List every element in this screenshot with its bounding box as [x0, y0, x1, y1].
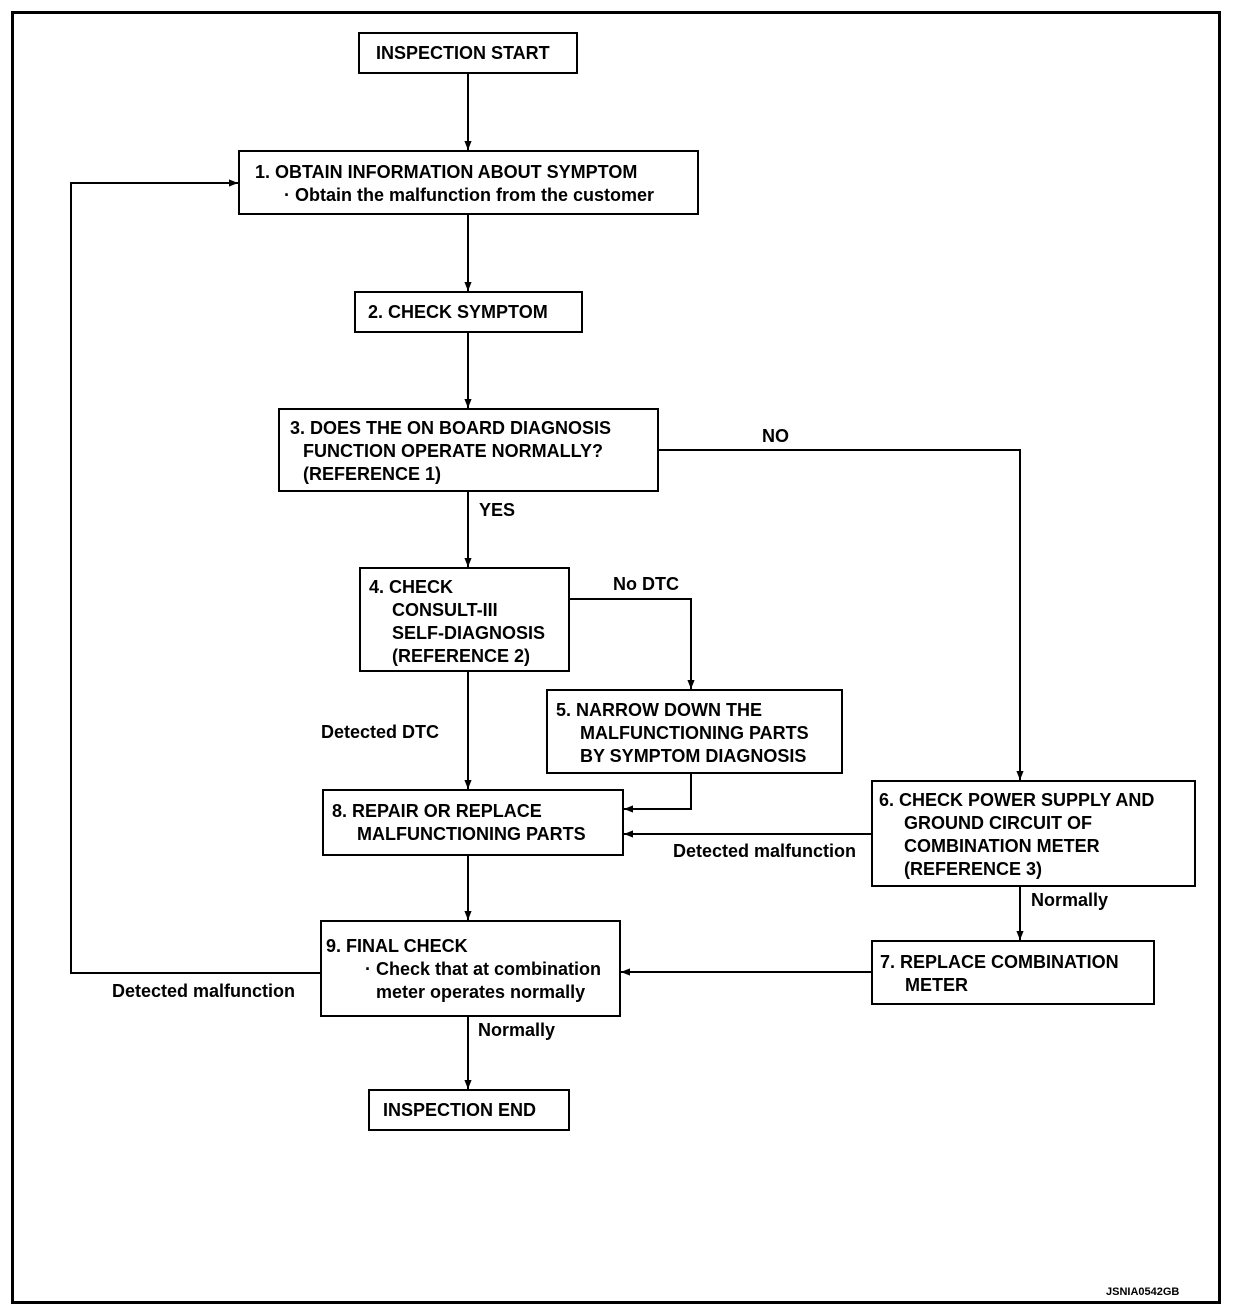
step4-line-2: CONSULT-III	[392, 600, 498, 620]
edge-label-detected-dtc: Detected DTC	[321, 722, 440, 742]
arrow-step5-to-step8	[624, 774, 692, 813]
step9-title: 9. FINAL CHECK	[326, 936, 468, 956]
inspection-end-label: INSPECTION END	[383, 1100, 537, 1120]
edge-label-detected-malfunction-step9: Detected malfunction	[112, 981, 296, 1001]
inspection-end-node: INSPECTION END	[368, 1089, 570, 1131]
step7-line-1: 7. REPLACE COMBINATION	[880, 952, 1119, 972]
step5-line-3: BY SYMPTOM DIAGNOSIS	[580, 746, 807, 766]
step4-node: 4. CHECK CONSULT-III SELF-DIAGNOSIS (REF…	[359, 567, 570, 672]
step9-node: 9. FINAL CHECK · Check that at combinati…	[320, 920, 621, 1017]
step5-line-2: MALFUNCTIONING PARTS	[580, 723, 809, 743]
step9-detail-1: · Check that at combination	[365, 959, 602, 979]
edge-label-yes: YES	[479, 500, 516, 520]
inspection-start-label: INSPECTION START	[376, 43, 550, 63]
step1-node: 1. OBTAIN INFORMATION ABOUT SYMPTOM · Ob…	[238, 150, 699, 215]
step6-line-3: COMBINATION METER	[904, 836, 1100, 856]
edge-label-no-dtc: No DTC	[613, 574, 679, 594]
step2-node: 2. CHECK SYMPTOM	[354, 291, 583, 333]
edge-label-detected-malfunction-step6: Detected malfunction	[673, 841, 857, 861]
arrow-step3-to-step6	[659, 449, 1024, 780]
step6-node: 6. CHECK POWER SUPPLY AND GROUND CIRCUIT…	[871, 780, 1196, 887]
step5-node: 5. NARROW DOWN THE MALFUNCTIONING PARTS …	[546, 689, 843, 774]
edge-label-no: NO	[762, 426, 789, 446]
step8-node: 8. REPAIR OR REPLACE MALFUNCTIONING PART…	[322, 789, 624, 856]
arrow-step4-to-step5	[570, 598, 695, 689]
step6-line-2: GROUND CIRCUIT OF	[904, 813, 1092, 833]
step9-detail-2: meter operates normally	[376, 982, 586, 1002]
inspection-start-node: INSPECTION START	[358, 32, 578, 74]
step1-title: 1. OBTAIN INFORMATION ABOUT SYMPTOM	[255, 162, 638, 182]
step5-line-1: 5. NARROW DOWN THE	[556, 700, 762, 720]
diagram-frame	[11, 11, 1221, 1304]
step3-line-3: (REFERENCE 1)	[303, 464, 442, 484]
step3-node: 3. DOES THE ON BOARD DIAGNOSIS FUNCTION …	[278, 408, 659, 492]
step4-line-3: SELF-DIAGNOSIS	[392, 623, 546, 643]
step2-title: 2. CHECK SYMPTOM	[368, 302, 548, 322]
edge-label-normally-step9: Normally	[478, 1020, 556, 1040]
arrow-step9-loop-to-step1	[70, 179, 320, 974]
step6-line-4: (REFERENCE 3)	[904, 859, 1043, 879]
step7-line-2: METER	[905, 975, 968, 995]
step8-line-2: MALFUNCTIONING PARTS	[357, 824, 586, 844]
step7-node: 7. REPLACE COMBINATION METER	[871, 940, 1155, 1005]
step3-line-2: FUNCTION OPERATE NORMALLY?	[303, 441, 603, 461]
edge-label-normally-step6: Normally	[1031, 890, 1109, 910]
step6-line-1: 6. CHECK POWER SUPPLY AND	[879, 790, 1155, 810]
figure-code: JSNIA0542GB	[1106, 1286, 1180, 1298]
step8-line-1: 8. REPAIR OR REPLACE	[332, 801, 542, 821]
step3-line-1: 3. DOES THE ON BOARD DIAGNOSIS	[290, 418, 612, 438]
step4-line-1: 4. CHECK	[369, 577, 454, 597]
step1-detail: · Obtain the malfunction from the custom…	[284, 185, 655, 205]
step4-line-4: (REFERENCE 2)	[392, 646, 531, 666]
